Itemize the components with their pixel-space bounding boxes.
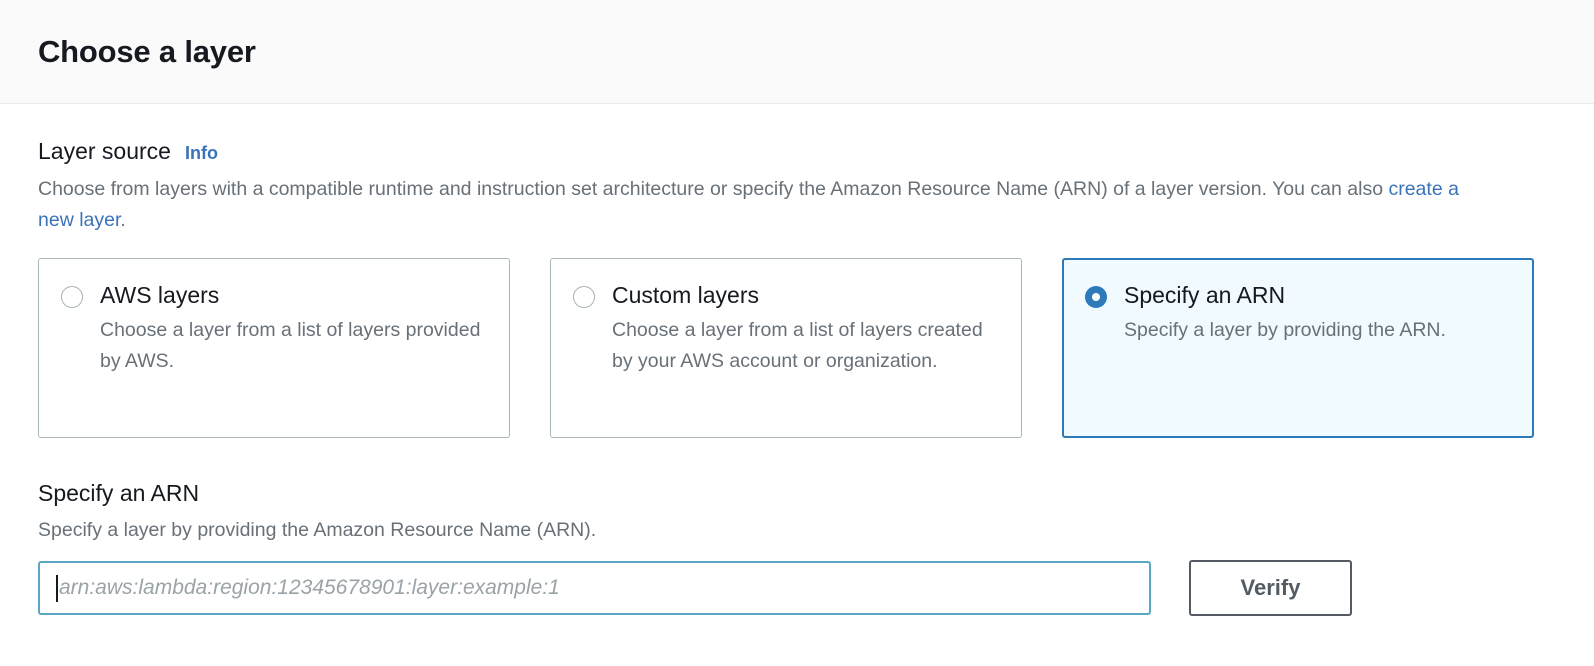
arn-input-row: arn:aws:lambda:region:12345678901:layer:… bbox=[38, 560, 1556, 616]
layer-source-description: Choose from layers with a compatible run… bbox=[38, 174, 1478, 236]
option-text: Specify an ARN Specify a layer by provid… bbox=[1124, 281, 1446, 346]
arn-heading: Specify an ARN bbox=[38, 480, 200, 506]
layer-source-label: Layer source bbox=[38, 138, 171, 164]
option-description: Specify a layer by providing the ARN. bbox=[1124, 319, 1446, 341]
layer-source-option-aws-layers[interactable]: AWS layers Choose a layer from a list of… bbox=[38, 258, 510, 438]
layer-source-description-part1: Choose from layers with a compatible run… bbox=[38, 178, 1389, 200]
option-text: Custom layers Choose a layer from a list… bbox=[612, 281, 997, 377]
create-new-layer-link[interactable]: create a new layer bbox=[38, 178, 1459, 231]
radio-unselected-icon[interactable] bbox=[61, 286, 83, 308]
option-text: AWS layers Choose a layer from a list of… bbox=[100, 281, 485, 377]
verify-button[interactable]: Verify bbox=[1189, 560, 1352, 616]
dialog-header: Choose a layer bbox=[0, 0, 1594, 104]
layer-source-description-part2: . bbox=[120, 209, 126, 231]
layer-source-options: AWS layers Choose a layer from a list of… bbox=[38, 258, 1556, 438]
option-description: Choose a layer from a list of layers pro… bbox=[100, 319, 481, 372]
text-caret bbox=[56, 574, 58, 602]
arn-input-placeholder: arn:aws:lambda:region:12345678901:layer:… bbox=[59, 576, 560, 599]
radio-unselected-icon[interactable] bbox=[573, 286, 595, 308]
layer-source-option-specify-arn[interactable]: Specify an ARN Specify a layer by provid… bbox=[1062, 258, 1534, 438]
radio-selected-icon[interactable] bbox=[1085, 286, 1107, 308]
info-link[interactable]: Info bbox=[184, 143, 218, 163]
option-description: Choose a layer from a list of layers cre… bbox=[612, 319, 983, 372]
option-title: Specify an ARN bbox=[1124, 282, 1286, 308]
layer-source-option-custom-layers[interactable]: Custom layers Choose a layer from a list… bbox=[550, 258, 1022, 438]
arn-subtext: Specify a layer by providing the Amazon … bbox=[38, 519, 597, 541]
dialog-body: Layer source Info Choose from layers wit… bbox=[0, 104, 1594, 616]
page-title: Choose a layer bbox=[38, 33, 256, 69]
option-title: Custom layers bbox=[612, 282, 759, 308]
arn-input[interactable]: arn:aws:lambda:region:12345678901:layer:… bbox=[38, 561, 1151, 615]
arn-section: Specify an ARN Specify a layer by provid… bbox=[38, 480, 1556, 616]
option-title: AWS layers bbox=[100, 282, 220, 308]
layer-source-label-row: Layer source Info bbox=[38, 138, 1556, 165]
